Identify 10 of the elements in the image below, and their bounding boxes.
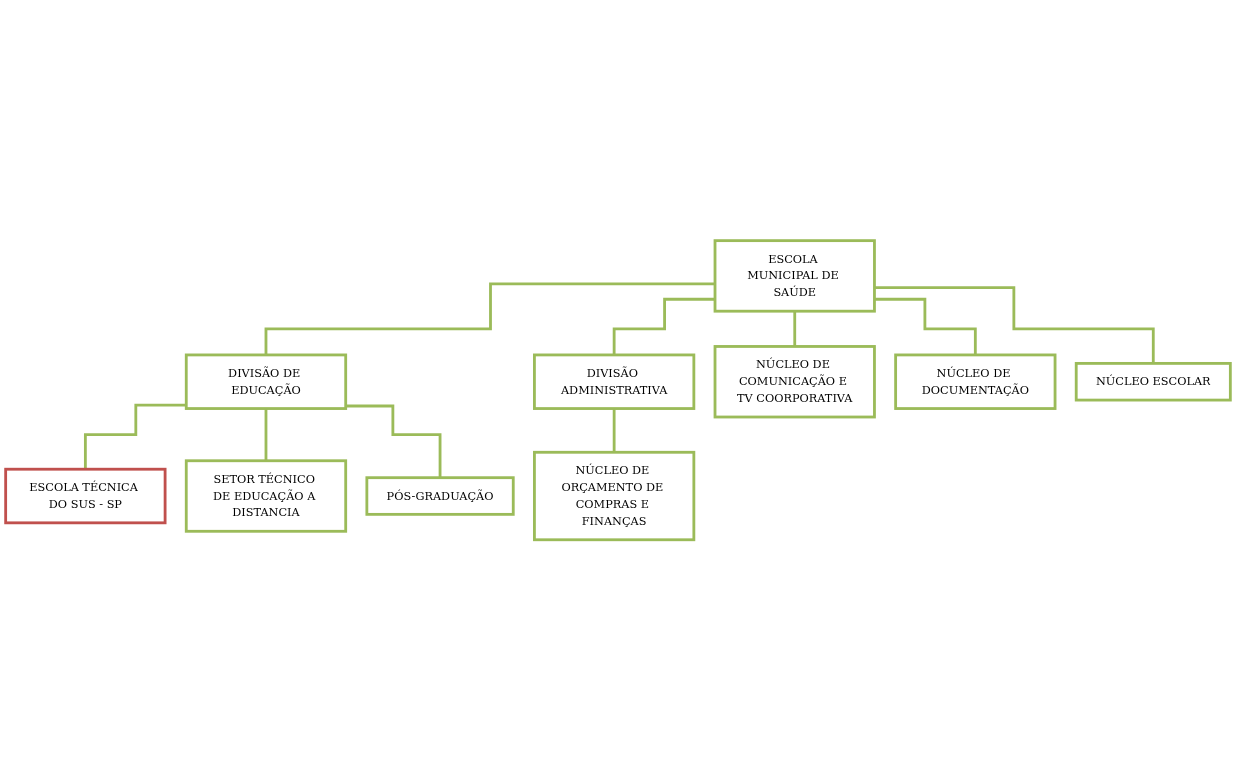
node-box: NÚCLEO DE ORÇAMENTO DE COMPRAS E FINANÇAS <box>533 450 696 541</box>
node-box: NÚCLEO ESCOLAR <box>1074 361 1232 402</box>
node-box: DIVISÃO DE EDUCAÇÃO <box>184 353 348 410</box>
node-box: PÓS-GRADUAÇÃO <box>365 476 515 516</box>
node-box: DIVISÃO ADMINISTRATIVA <box>533 353 696 410</box>
node-box: ESCOLA TÉCNICA DO SUS - SP <box>4 467 167 525</box>
node-box: SETOR TÉCNICO DE EDUCAÇÃO A DISTANCIA <box>184 459 348 533</box>
node-box: NÚCLEO DE DOCUMENTAÇÃO <box>894 353 1057 410</box>
node-box: NÚCLEO DE COMUNICAÇÃO E TV COORPORATIVA <box>713 344 876 419</box>
node-box: ESCOLA MUNICIPAL DE SAÚDE <box>713 239 876 313</box>
